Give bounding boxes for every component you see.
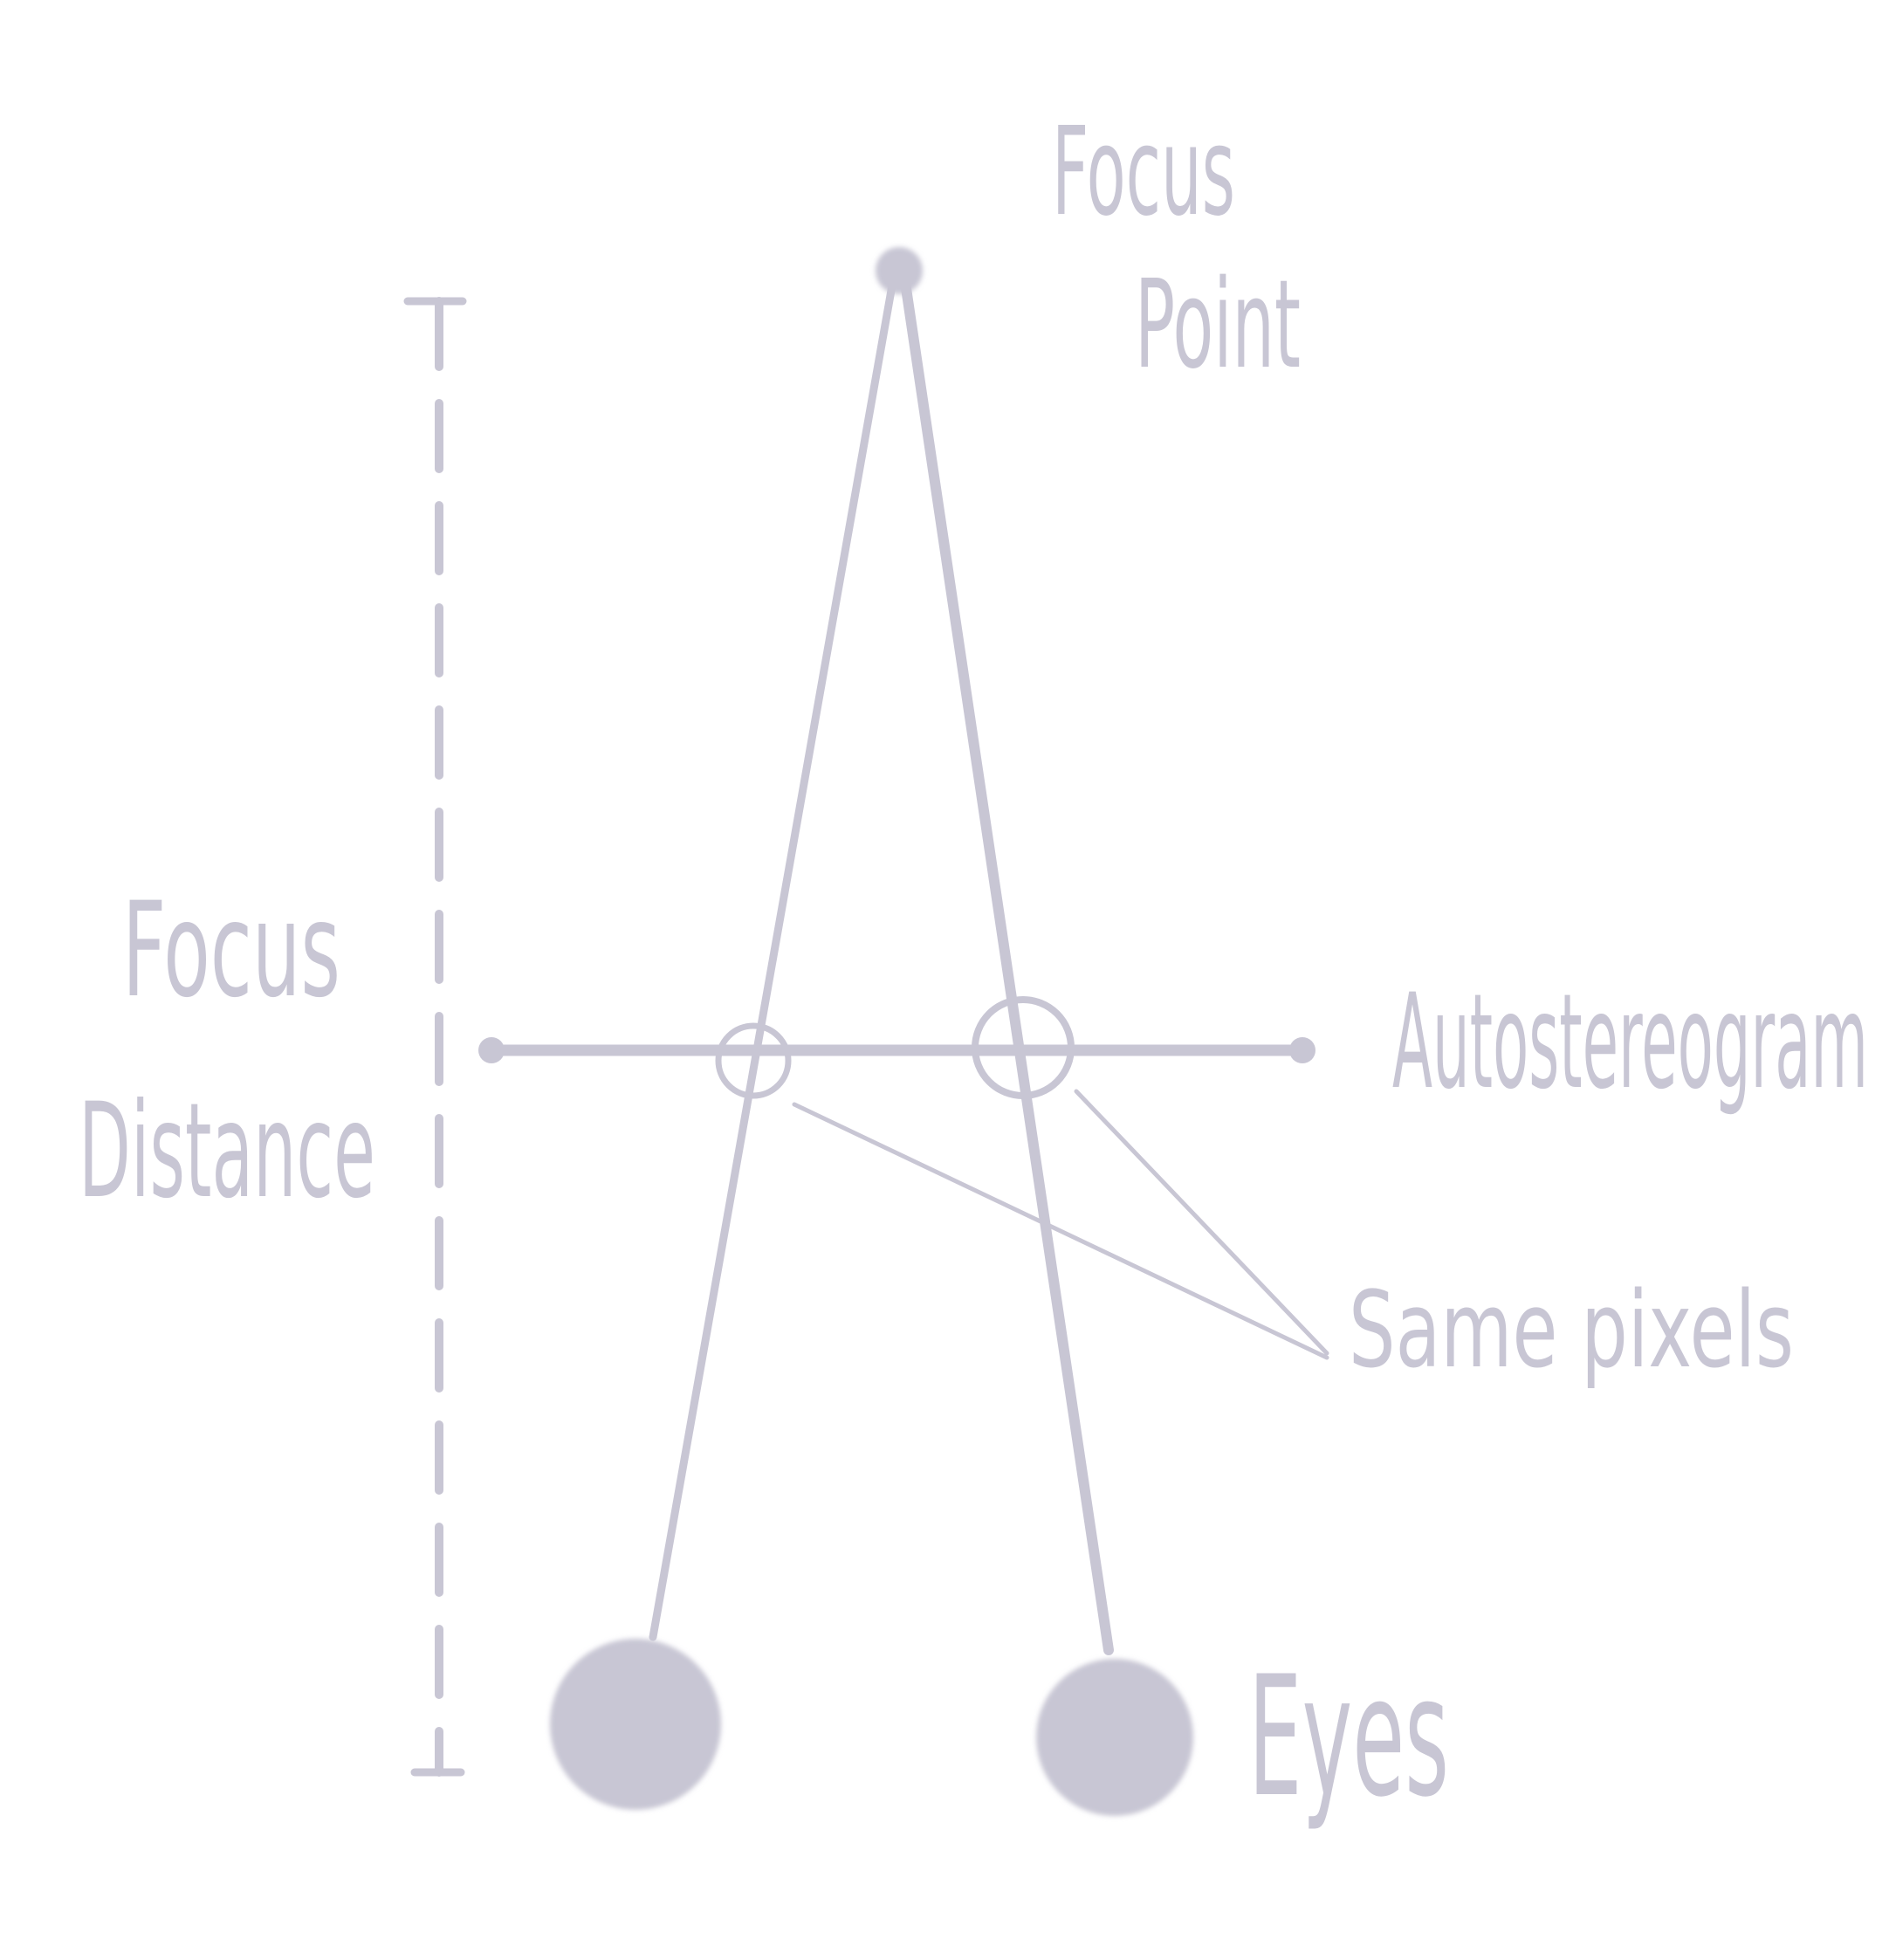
left-same-pixel-circle (715, 1022, 792, 1099)
pointer-left-pixel (792, 1102, 1329, 1360)
right-same-pixel-circle (972, 996, 1075, 1099)
focus-distance-label-line1: Focus (122, 875, 340, 1027)
eyes-label: Eyes (1248, 1640, 1449, 1833)
autostereogram-label: Autostereogram (1392, 966, 1868, 1118)
focus-distance-scale (403, 297, 467, 1777)
focus-point-label-line2: Point (1135, 254, 1301, 396)
right-eye (1036, 1659, 1193, 1816)
autostereogram-left-endpoint (478, 1037, 505, 1063)
focus-point-label-line1: Focus (1052, 101, 1235, 244)
autostereogram-right-endpoint (1289, 1037, 1315, 1063)
focus-distance-label-line2: Distance (79, 1076, 375, 1228)
left-eye (550, 1639, 721, 1810)
left-eye-sight-line (649, 266, 899, 1641)
focus-point-dot (876, 247, 923, 294)
right-eye-sight-line (898, 265, 1114, 1655)
same-pixels-label: Same pixels (1349, 1270, 1794, 1392)
pointer-right-pixel (1074, 1089, 1329, 1356)
